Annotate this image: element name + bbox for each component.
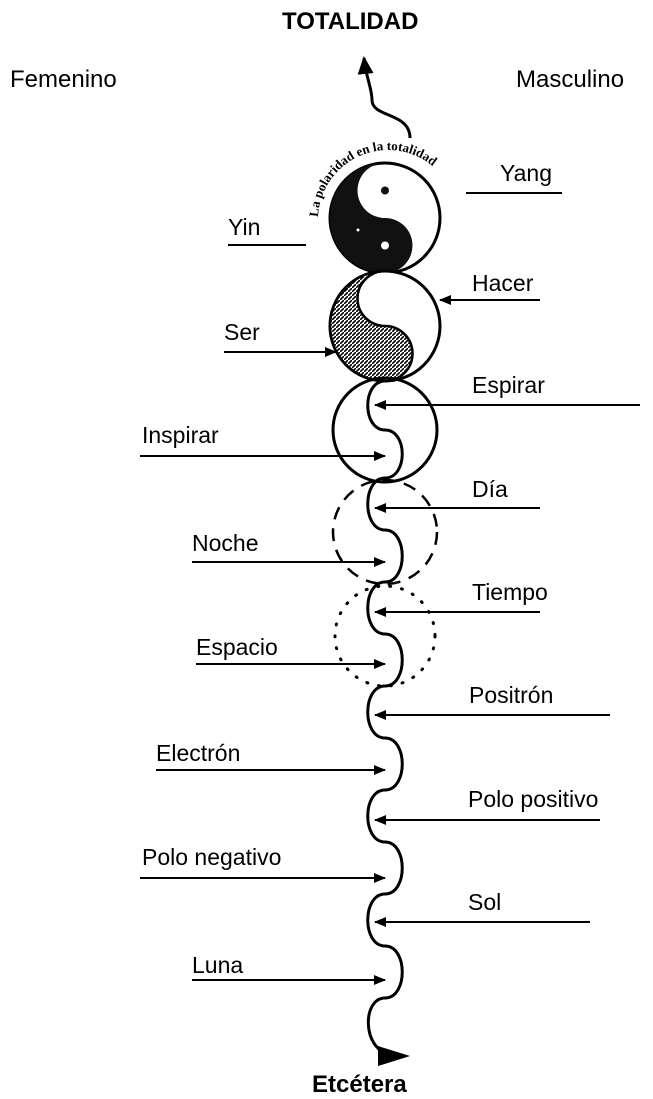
yin-yang-symbol-1 — [328, 161, 442, 275]
label-polo-negativo: Polo negativo — [142, 844, 282, 870]
label-noche: Noche — [192, 530, 259, 556]
label-electron: Electrón — [156, 740, 241, 766]
label-espacio: Espacio — [196, 634, 278, 660]
label-positron: Positrón — [469, 682, 554, 708]
title-etcetera: Etcétera — [312, 1071, 407, 1098]
label-yin: Yin — [228, 214, 261, 240]
label-tiempo: Tiempo — [472, 579, 548, 605]
sine-wave-spine — [366, 379, 404, 1056]
yin-yang-symbol-3 — [331, 376, 439, 484]
label-luna: Luna — [192, 952, 244, 978]
yin-yang-symbol-2 — [328, 269, 442, 383]
label-ser: Ser — [224, 319, 260, 345]
label-hacer: Hacer — [472, 270, 534, 296]
label-inspirar: Inspirar — [142, 422, 219, 448]
label-femenino: Femenino — [10, 66, 117, 93]
title-totalidad: TOTALIDAD — [282, 8, 419, 35]
dashed-circle — [331, 478, 439, 586]
top-wave-arrow — [357, 56, 412, 139]
bottom-arrowhead — [378, 1046, 410, 1066]
label-yang: Yang — [500, 160, 553, 186]
label-sol: Sol — [468, 889, 502, 915]
label-polo-positivo: Polo positivo — [468, 786, 599, 812]
label-masculino: Masculino — [516, 66, 625, 93]
dotted-circle — [333, 584, 437, 688]
label-espirar: Espirar — [472, 372, 545, 398]
label-dia: Día — [472, 476, 508, 502]
